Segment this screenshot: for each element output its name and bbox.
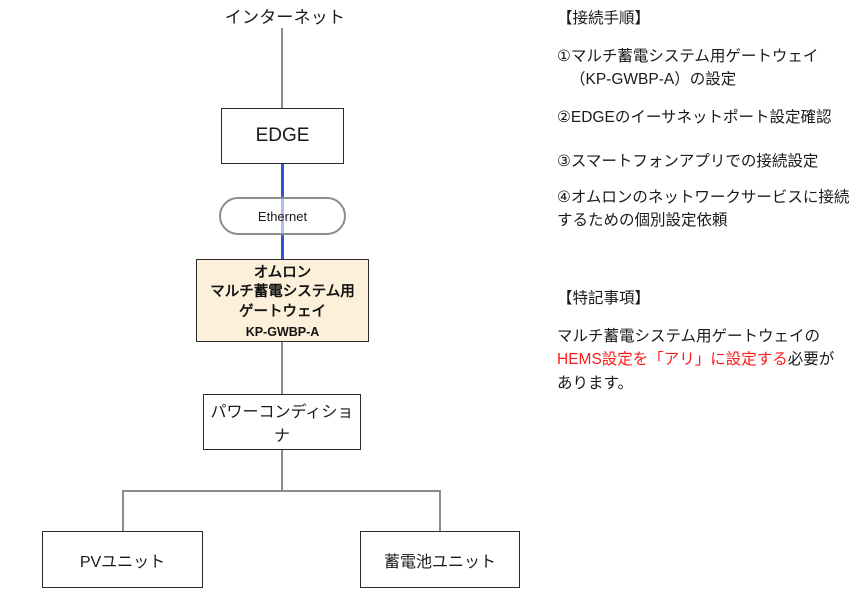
procedure-step-2: ②EDGEのイーサネットポート設定確認 (557, 106, 857, 129)
node-gateway-line1: オムロン (253, 265, 312, 282)
connector-branch-to-pv (122, 490, 124, 532)
procedure-step-4-line2: するための個別設定依頼 (557, 212, 728, 230)
procedure-step-2-line1: ②EDGEのイーサネットポート設定確認 (557, 109, 832, 126)
node-edge-label: EDGE (255, 125, 310, 146)
connector-gateway-to-pcs (281, 341, 283, 395)
procedure-step-4-line1: ④オムロンのネットワークサービスに接続 (557, 189, 850, 206)
node-gateway-model: KP-GWBP-A (245, 324, 320, 339)
node-power-conditioner-label: パワーコンディショナ (210, 404, 354, 445)
connector-branch-to-battery (439, 490, 441, 532)
procedure-step-3: ③スマートフォンアプリでの接続設定 (557, 150, 857, 173)
internet-label: インターネット (224, 8, 346, 27)
node-pv-unit[interactable]: PVユニット (42, 531, 203, 588)
remarks-title: 【特記事項】 (557, 290, 651, 307)
node-battery-unit-label: 蓄電池ユニット (383, 553, 496, 571)
remarks-line-2-tail: 必要が (787, 351, 835, 369)
node-gateway-line2: マルチ蓄電システム用 (210, 284, 355, 301)
remarks-body: マルチ蓄電システム用ゲートウェイの HEMS設定を「アリ」に設定する必要が あり… (557, 325, 857, 395)
node-edge[interactable]: EDGE (221, 108, 344, 164)
connector-pcs-to-branch (281, 449, 283, 491)
node-gateway-line3: ゲートウェイ (239, 303, 326, 320)
remarks-line-1: マルチ蓄電システム用ゲートウェイの (557, 328, 821, 345)
procedure-title: 【接続手順】 (557, 10, 651, 27)
node-gateway[interactable]: オムロン マルチ蓄電システム用 ゲートウェイ KP-GWBP-A (196, 259, 369, 342)
procedure-step-1-line1: ①マルチ蓄電システム用ゲートウェイ (557, 48, 819, 65)
remarks-line-2: HEMS設定を「アリ」に設定する必要が (557, 348, 857, 371)
connector-internet-to-edge (281, 28, 283, 109)
node-ethernet-label: Ethernet (257, 208, 308, 224)
node-pv-unit-label: PVユニット (79, 553, 166, 571)
node-power-conditioner[interactable]: パワーコンディショナ (203, 394, 361, 450)
node-battery-unit[interactable]: 蓄電池ユニット (360, 531, 520, 588)
procedure-step-4: ④オムロンのネットワークサービスに接続 するための個別設定依頼 (557, 186, 857, 233)
node-ethernet-link-label[interactable]: Ethernet (219, 197, 346, 235)
remarks-line-3: あります。 (557, 374, 633, 392)
procedure-step-1: ①マルチ蓄電システム用ゲートウェイ （KP-GWBP-A）の設定 (557, 45, 857, 92)
remarks-highlight: HEMS設定を「アリ」に設定する (557, 351, 788, 369)
notes-panel: 【接続手順】 ①マルチ蓄電システム用ゲートウェイ （KP-GWBP-A）の設定 … (531, 0, 858, 601)
procedure-step-3-line1: ③スマートフォンアプリでの接続設定 (557, 153, 819, 170)
procedure-step-1-line2: （KP-GWBP-A）の設定 (570, 71, 737, 89)
connector-branch-horizontal (122, 490, 441, 492)
